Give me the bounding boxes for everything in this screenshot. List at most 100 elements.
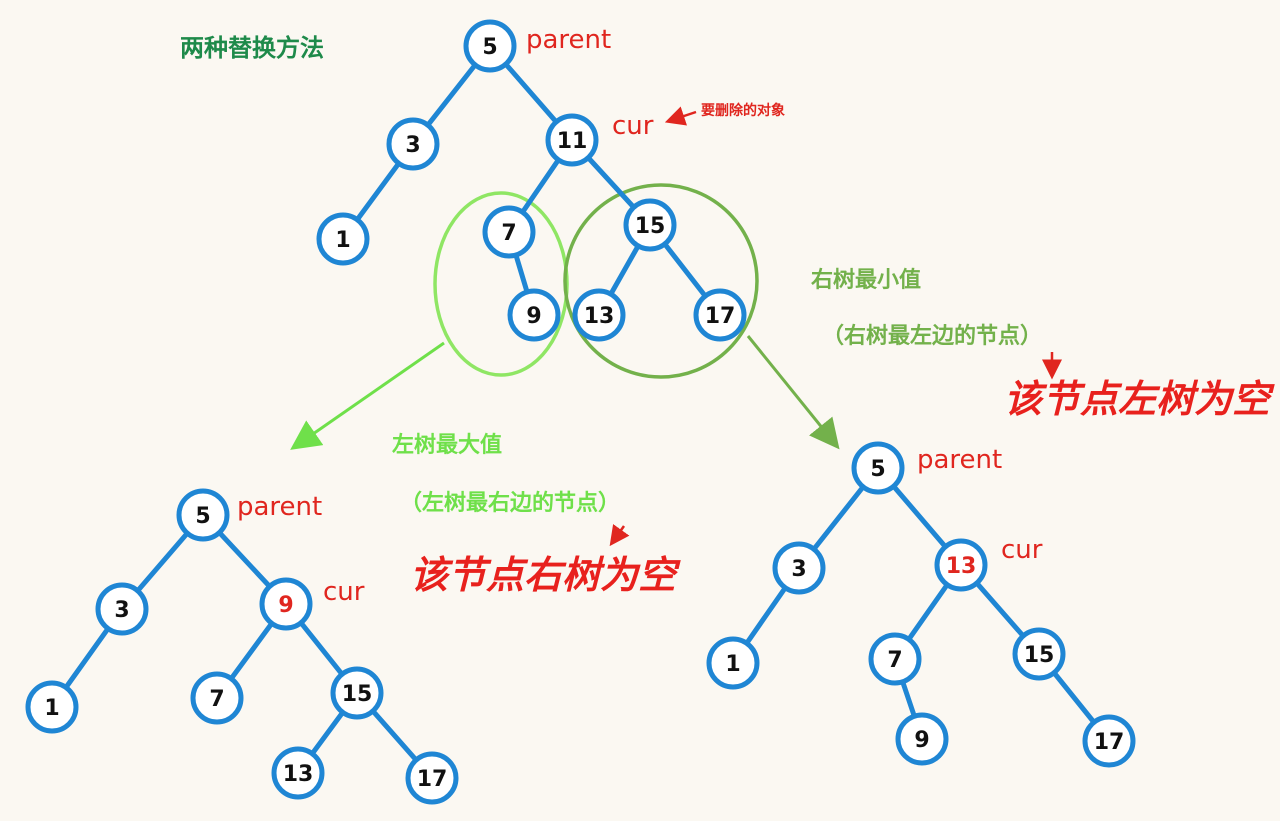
tree-node-value: 15 xyxy=(1024,643,1055,668)
tree-node-13: 13 xyxy=(934,538,988,592)
right-subtree-outline xyxy=(563,183,759,379)
tree-node-circle xyxy=(316,212,370,266)
tree-node-value: 5 xyxy=(195,504,210,529)
tree-node-value: 7 xyxy=(501,221,516,246)
tree-node-circle xyxy=(851,441,905,495)
tree-node-circle xyxy=(190,671,244,725)
tree-node-value: 3 xyxy=(791,557,806,582)
tree-node-13: 13 xyxy=(572,288,626,342)
tree-node-15: 15 xyxy=(330,666,384,720)
tree-node-circle xyxy=(507,288,561,342)
tree-node-value: 13 xyxy=(584,304,615,329)
tree-node-11: 11 xyxy=(545,113,599,167)
tree-node-circle xyxy=(386,117,440,171)
tree-node-1: 1 xyxy=(706,636,760,690)
tree-node-circle xyxy=(405,751,459,805)
tree-node-circle xyxy=(176,488,230,542)
tree-node-circle xyxy=(706,636,760,690)
tree-node-value: 15 xyxy=(635,214,666,239)
left-result-cur-label: cur xyxy=(323,577,365,607)
left-method-subheading: （左树最右边的节点） xyxy=(400,490,620,516)
tree-node-9: 9 xyxy=(259,577,313,631)
tree-node-15: 15 xyxy=(623,198,677,252)
tree-node-circle xyxy=(868,632,922,686)
tree-node-7: 7 xyxy=(190,671,244,725)
tree-node-circle xyxy=(1012,627,1066,681)
right-method-heading: 右树最小值 xyxy=(811,267,921,293)
right-method-note: 该节点左树为空 xyxy=(1004,376,1275,421)
tree-node-1: 1 xyxy=(25,680,79,734)
tree-node-circle xyxy=(463,19,517,73)
tree-node-17: 17 xyxy=(1082,714,1136,768)
right-method-arrow xyxy=(746,335,840,450)
tree-node-value: 5 xyxy=(482,35,497,60)
delete-note-arrow xyxy=(664,106,697,126)
delete-note: 要删除的对象 xyxy=(701,102,785,119)
tree-node-value: 13 xyxy=(946,554,977,579)
left-method-heading: 左树最大值 xyxy=(392,432,502,458)
tree-node-7: 7 xyxy=(482,205,536,259)
tree-node-circle xyxy=(271,746,325,800)
tree-node-value: 11 xyxy=(557,129,588,154)
tree-node-3: 3 xyxy=(772,541,826,595)
tree-node-value: 7 xyxy=(209,687,224,712)
left-note-arrow xyxy=(609,524,630,547)
right-result-parent-label: parent xyxy=(917,445,1002,475)
tree-node-circle xyxy=(623,198,677,252)
tree-node-circle xyxy=(895,712,949,766)
tree-node-value: 17 xyxy=(705,304,736,329)
left-result-parent-label: parent xyxy=(237,492,322,522)
tree-node-circle xyxy=(95,582,149,636)
tree-node-13: 13 xyxy=(271,746,325,800)
tree-node-value: 9 xyxy=(278,593,293,618)
tree-node-circle xyxy=(25,680,79,734)
right-result-cur-label: cur xyxy=(1001,535,1043,565)
right-method-subheading: （右树最左边的节点） xyxy=(822,323,1042,349)
tree-node-15: 15 xyxy=(1012,627,1066,681)
tree-node-circle xyxy=(482,205,536,259)
original-parent-label: parent xyxy=(526,25,611,55)
tree-node-1: 1 xyxy=(316,212,370,266)
tree-node-3: 3 xyxy=(386,117,440,171)
original-tree-edges xyxy=(340,43,723,318)
left-result-tree-edges xyxy=(49,512,435,781)
tree-node-circle xyxy=(934,538,988,592)
tree-node-5: 5 xyxy=(851,441,905,495)
tree-node-17: 17 xyxy=(693,288,747,342)
tree-node-circle xyxy=(545,113,599,167)
tree-node-value: 15 xyxy=(342,682,373,707)
original-cur-label: cur xyxy=(612,111,654,141)
tree-node-3: 3 xyxy=(95,582,149,636)
tree-node-value: 9 xyxy=(526,304,541,329)
left-method-note: 该节点右树为空 xyxy=(410,552,681,597)
diagram-title: 两种替换方法 xyxy=(180,34,324,62)
tree-node-value: 3 xyxy=(405,133,420,158)
tree-node-7: 7 xyxy=(868,632,922,686)
tree-node-5: 5 xyxy=(176,488,230,542)
tree-node-value: 7 xyxy=(887,648,902,673)
tree-node-circle xyxy=(772,541,826,595)
tree-node-value: 17 xyxy=(417,767,448,792)
tree-node-9: 9 xyxy=(507,288,561,342)
right-result-tree-edges xyxy=(730,465,1112,744)
tree-node-value: 1 xyxy=(335,228,350,253)
tree-node-circle xyxy=(572,288,626,342)
tree-node-circle xyxy=(1082,714,1136,768)
tree-node-value: 5 xyxy=(870,457,885,482)
tree-node-value: 3 xyxy=(114,598,129,623)
tree-node-value: 13 xyxy=(283,762,314,787)
tree-node-circle xyxy=(693,288,747,342)
tree-node-value: 1 xyxy=(44,696,59,721)
tree-node-9: 9 xyxy=(895,712,949,766)
tree-node-value: 1 xyxy=(725,652,740,677)
left-subtree-outline xyxy=(433,191,569,377)
tree-node-circle xyxy=(330,666,384,720)
left-method-arrow xyxy=(290,341,445,450)
tree-node-value: 17 xyxy=(1094,730,1125,755)
tree-node-17: 17 xyxy=(405,751,459,805)
